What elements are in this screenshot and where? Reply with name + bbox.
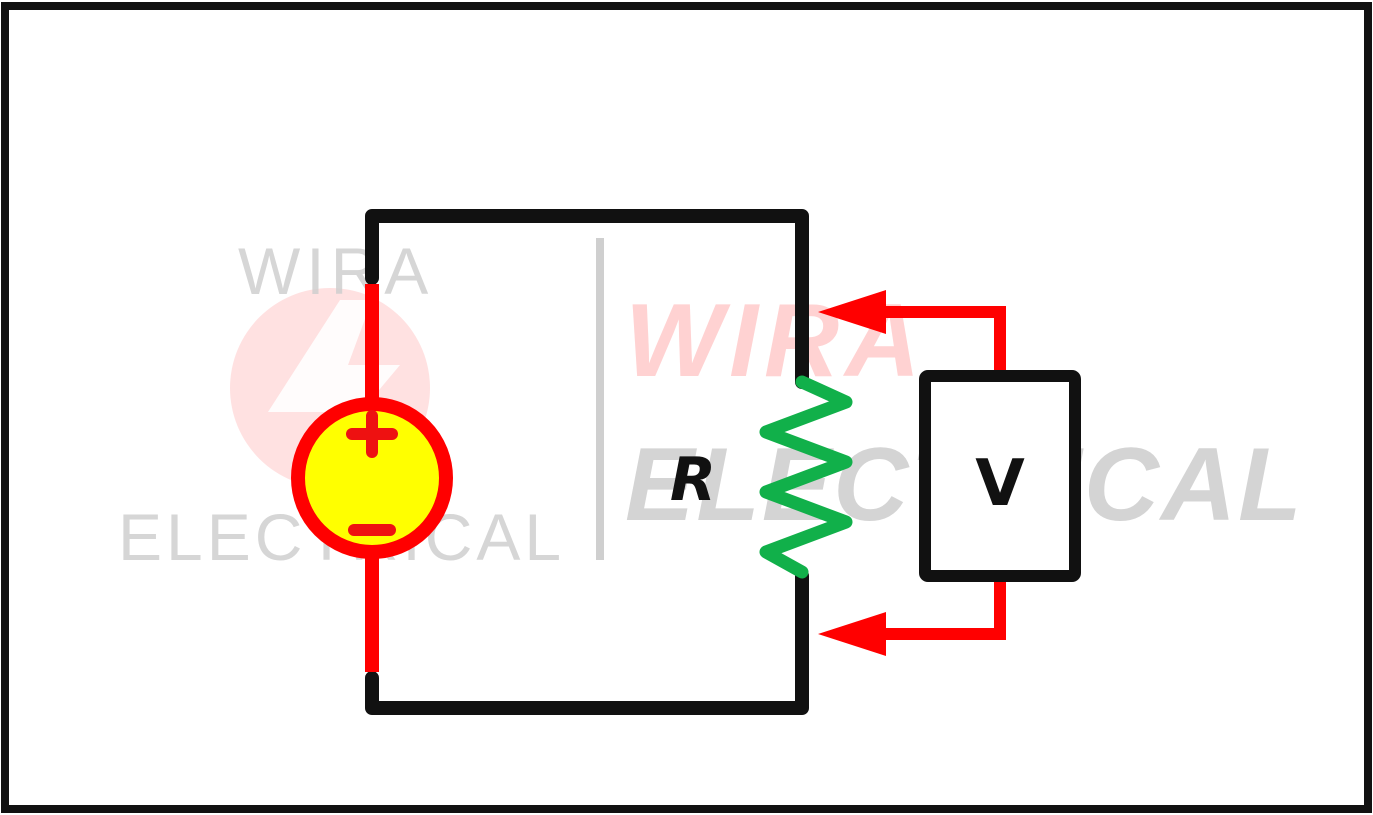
voltmeter-box (919, 370, 1081, 582)
resistor-zigzag (759, 375, 853, 579)
watermark-bolt-icon (268, 300, 400, 470)
meter-arrow-bottom-icon (818, 612, 886, 656)
resistor-label: R (670, 445, 716, 515)
voltmeter-leads (818, 290, 1006, 656)
top-wire (365, 209, 809, 389)
voltmeter-label: V (975, 447, 1025, 521)
source-circle (291, 397, 453, 559)
bottom-wire (365, 569, 809, 715)
circuit-wires (365, 209, 809, 715)
watermark-logo-top: WIRA (238, 234, 434, 308)
positive-terminal-icon (346, 410, 398, 458)
voltage-source (291, 284, 453, 672)
meter-lead-bottom (880, 576, 1006, 640)
meter-arrow-top-icon (818, 290, 886, 334)
meter-lead-top (880, 306, 1006, 376)
